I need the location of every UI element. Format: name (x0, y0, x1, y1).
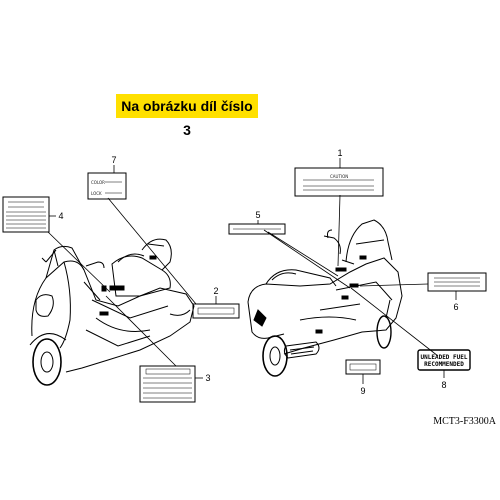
fuel-line-2: RECOMMENDED (424, 361, 464, 368)
part-label-3 (139, 365, 196, 403)
callout-5: 5 (255, 210, 260, 220)
part-label-9 (345, 359, 381, 375)
caution-text: CAUTION (330, 174, 348, 179)
callout-9: 9 (360, 386, 365, 396)
part-label-2 (192, 303, 240, 319)
scooter-left-drawing (29, 238, 195, 386)
callout-6: 6 (453, 302, 458, 312)
part-label-7 (87, 172, 127, 200)
reference-code: MCT3-F3300A (433, 416, 497, 427)
callout-3: 3 (205, 373, 210, 383)
part-label-5 (228, 223, 286, 235)
callout-ticks (49, 158, 457, 384)
part-banner: Na obrázku díl číslo 3 (116, 94, 258, 138)
callout-8: 8 (441, 380, 446, 390)
fuel-line-1: UNLEADED FUEL (421, 354, 468, 361)
scooter-right-drawing (247, 219, 403, 377)
color-text: COLOR (91, 180, 105, 185)
callout-4: 4 (58, 211, 63, 221)
leader-lines (47, 194, 439, 367)
part-label-6 (427, 272, 487, 292)
callout-2: 2 (213, 286, 218, 296)
callout-1: 1 (337, 148, 342, 158)
callout-7: 7 (111, 155, 116, 165)
part-label-4 (2, 196, 50, 233)
lock-text: LOCK (91, 191, 102, 196)
part-label-1 (294, 167, 384, 197)
